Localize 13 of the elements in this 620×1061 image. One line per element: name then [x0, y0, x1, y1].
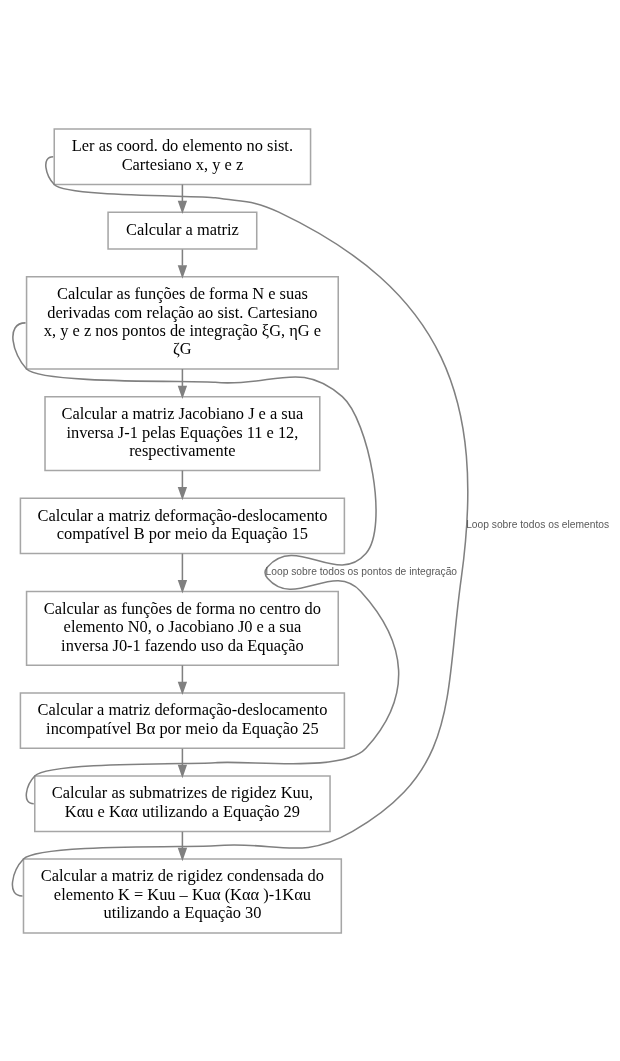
node-box: Calcular as submatrizes de rigidez Kuu, Kαu e Kαα utilizando a Equação 29 — [34, 774, 331, 832]
node-box: Calcular a matriz Jacobiano J e a sua inversa J-1 pelas Equações 11 e 12, respectivamente — [44, 395, 321, 471]
node-box: Calcular as funções de forma N e suas derivadas com relação ao sist. Cartesiano x, y e z nos pontos de integração ξG, ηG e ζG — [25, 275, 339, 370]
arrow — [177, 552, 188, 593]
node-box: Calcular as funções de forma no centro do elemento N0, o Jacobiano J0 e a sua inversa J0-1 fazendo uso da Equação — [25, 590, 339, 666]
node-box: Calcular a matriz — [107, 210, 258, 250]
connector — [12, 321, 400, 804]
edge-label: Loop sobre todos os pontos de integração — [265, 565, 458, 577]
node-box: Calcular a matriz de rigidez condensada do elemento K = Kuu – Kuα (Kαα )-1Kαu utilizando a Equação 30 — [22, 857, 343, 934]
node-box: Ler as coord. do elemento no sist. Cartesiano x, y e z — [53, 127, 312, 185]
node-box: Calcular a matriz deformação-deslocamento incompatível Bα por meio da Equação 25 — [19, 691, 346, 749]
node-box: Calcular a matriz deformação-deslocamento compatível B por meio da Equação 15 — [19, 496, 346, 554]
edge-label: Loop sobre todos os elementos — [466, 518, 610, 530]
